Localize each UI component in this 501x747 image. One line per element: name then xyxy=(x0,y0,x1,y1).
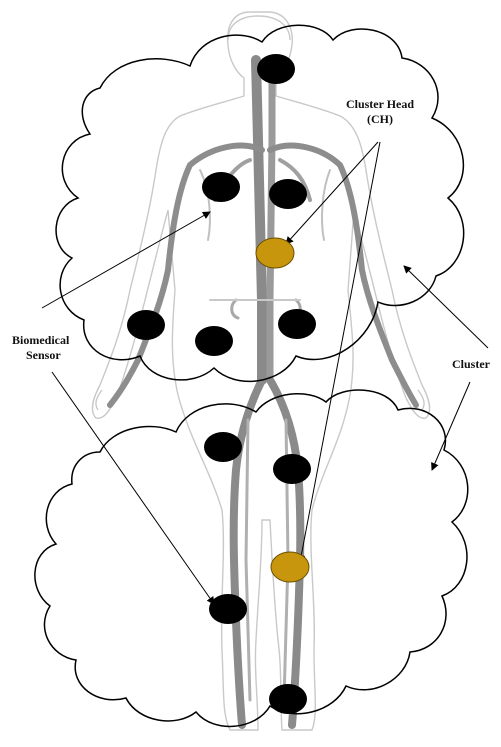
cluster-head-node xyxy=(256,238,294,268)
sensor-node xyxy=(209,594,247,624)
label-cluster: Cluster xyxy=(452,357,491,371)
label-cluster-head-abbr: (CH) xyxy=(367,112,393,126)
arrow-cluster-upper xyxy=(404,266,488,348)
sensor-node xyxy=(257,54,295,84)
sensor-node xyxy=(204,432,242,462)
sensor-node xyxy=(269,684,307,714)
vascular-system xyxy=(110,60,416,725)
arrow-biomedical-lower xyxy=(52,372,214,604)
sensor-node xyxy=(127,310,165,340)
label-cluster-head: Cluster Head xyxy=(346,97,414,111)
arrow-biomedical-upper xyxy=(42,212,210,308)
sensor-node xyxy=(202,172,240,202)
arrow-cluster-head-lower xyxy=(300,142,380,562)
cluster-head-node xyxy=(271,552,309,582)
arrow-cluster-lower xyxy=(432,382,470,470)
sensor-node xyxy=(278,309,316,339)
label-biomedical: Biomedical xyxy=(12,333,70,347)
sensor-node xyxy=(273,454,311,484)
label-sensor: Sensor xyxy=(26,348,61,362)
sensor-node xyxy=(195,326,233,356)
sensor-node xyxy=(269,179,307,209)
